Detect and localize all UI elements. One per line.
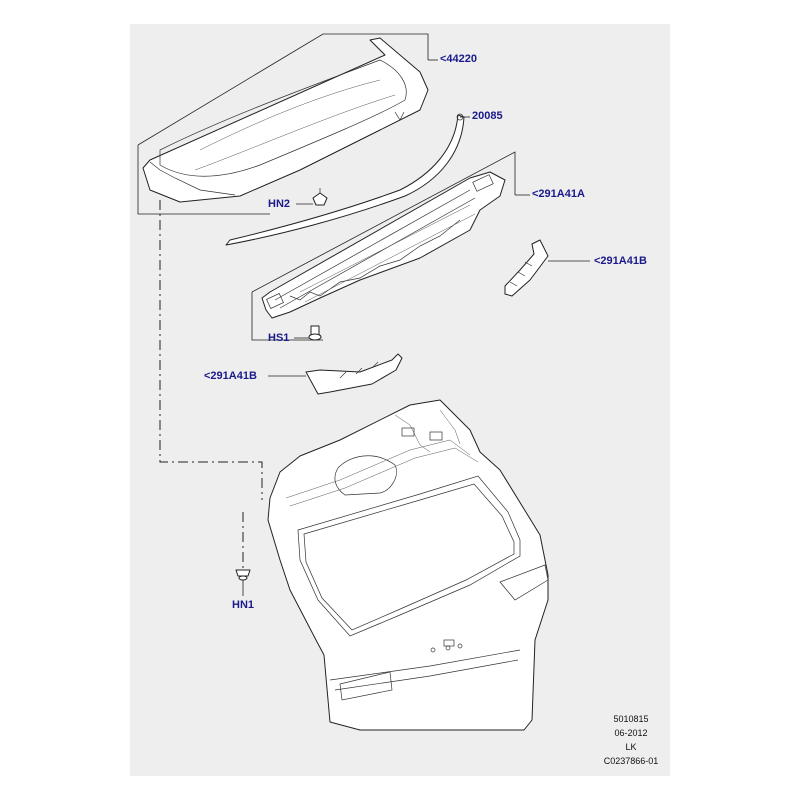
reference-code: C0237866-01	[603, 756, 659, 766]
bracket-frame	[251, 292, 323, 341]
callout-291A41B-left: <291A41B	[204, 370, 257, 382]
center-bracket-part	[261, 171, 506, 319]
left-trim-part	[305, 353, 403, 395]
drawing-reference: 5010815 06-2012 LK C0237866-01	[596, 712, 666, 768]
spoiler-frame-bottom	[137, 145, 270, 215]
callout-hn2: HN2	[268, 198, 291, 210]
fastener-hn2	[312, 188, 328, 206]
callout-20085: 20085	[472, 110, 503, 122]
reference-number: 5010815	[613, 714, 649, 724]
right-trim-part	[504, 239, 549, 297]
callout-291A41B-right: <291A41B	[594, 255, 647, 267]
callout-291A41A: <291A41A	[532, 188, 585, 200]
fastener-hs1	[308, 325, 322, 341]
fastener-hn1	[235, 569, 251, 581]
assembly-guide-line	[159, 200, 263, 500]
spoiler-frame	[137, 33, 429, 146]
bracket-frame-top	[251, 151, 516, 293]
callout-hn1: HN1	[232, 599, 255, 611]
reference-date: 06-2012	[614, 728, 648, 738]
callout-44220: <44220	[440, 53, 478, 65]
reference-model: LK	[625, 742, 637, 752]
callout-hs1: HS1	[268, 332, 290, 344]
tailgate-part	[267, 399, 549, 731]
spoiler-part	[142, 37, 429, 203]
